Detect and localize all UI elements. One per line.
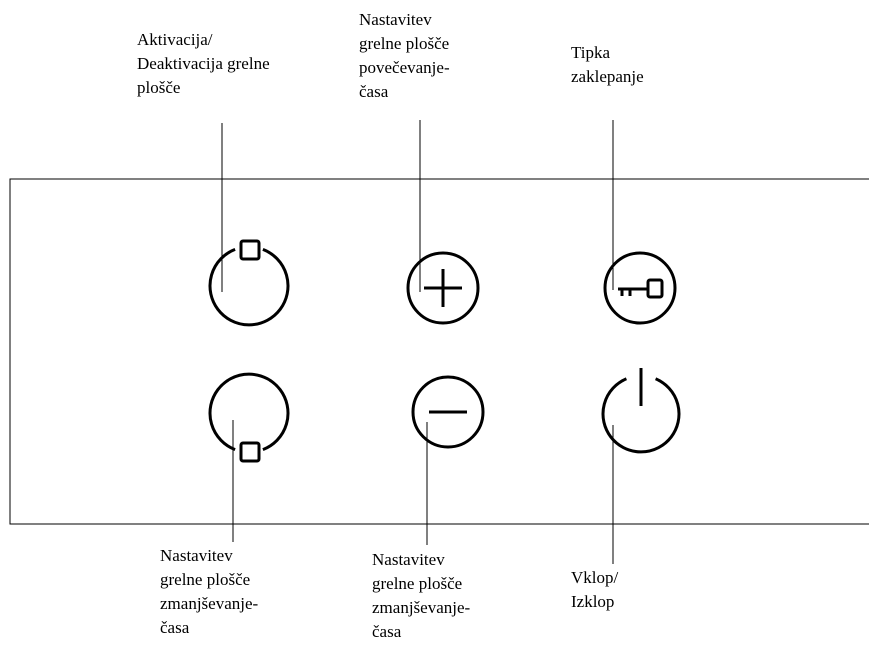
key-icon-ring: [603, 251, 677, 325]
label-lock-key: Tipka zaklepanje: [571, 43, 644, 86]
increase-time-button[interactable]: [406, 251, 480, 325]
power-button[interactable]: [601, 368, 681, 454]
hob-select-icon: [208, 372, 290, 452]
label-increase-time: Nastavitev grelne plošče povečevanje- ča…: [359, 10, 450, 101]
key-icon: [618, 278, 664, 299]
hob-square-marker: [239, 441, 261, 463]
activate-deactivate-button[interactable]: [208, 239, 290, 327]
hob-select-icon: [208, 247, 290, 327]
minus-icon-ring: [411, 375, 485, 449]
label-decrease-time-middle: Nastavitev grelne plošče zmanjševanje- č…: [372, 550, 471, 641]
label-activate-deactivate: Aktivacija/ Deaktivacija grelne plošče: [137, 30, 270, 97]
power-icon: [601, 377, 681, 454]
lock-button[interactable]: [603, 251, 677, 325]
hob-square-marker: [239, 239, 261, 261]
decrease-time-button-middle[interactable]: [411, 375, 485, 449]
decrease-time-button-left[interactable]: [208, 372, 290, 463]
plus-icon-ring: [406, 251, 480, 325]
label-decrease-time-left: Nastavitev grelne plošče zmanjševanje- č…: [160, 546, 259, 637]
label-power-on-off: Vklop/ Izklop: [571, 568, 619, 611]
panel-outline: [9, 178, 869, 525]
